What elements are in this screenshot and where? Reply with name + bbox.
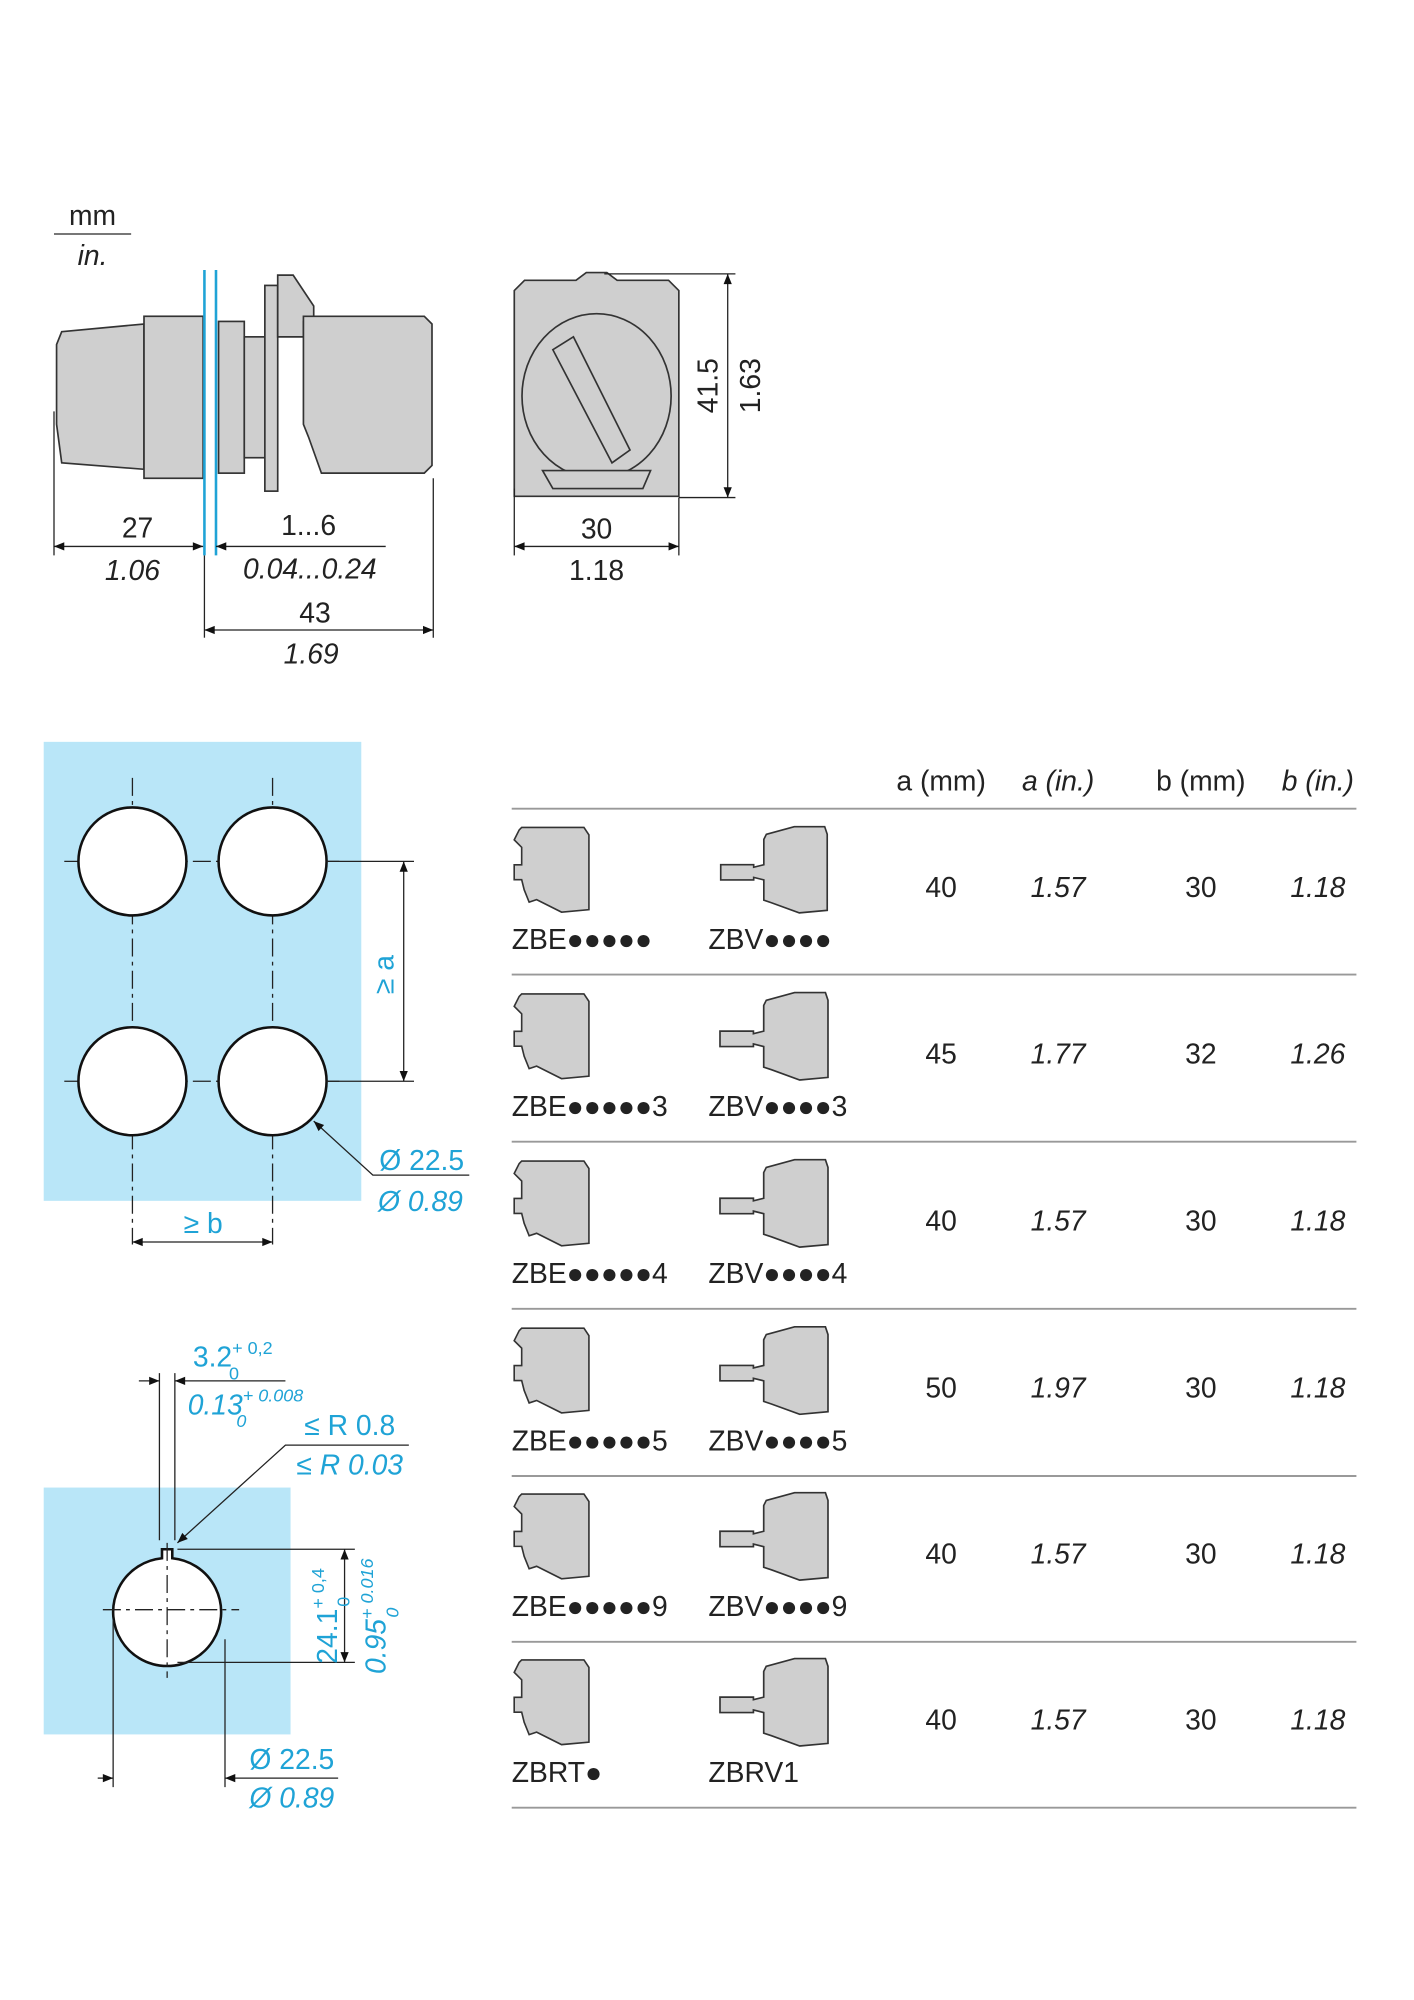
hole-diameter-in: Ø 0.89: [377, 1185, 463, 1217]
reference-2: ZBV●●●●5: [708, 1424, 847, 1456]
reference-1: ZBE●●●●●4: [512, 1257, 668, 1289]
unit-in: in.: [78, 239, 108, 271]
contact-block-icon: [513, 826, 590, 913]
contact-block-icon: [513, 1493, 590, 1580]
light-block-icon: [719, 1657, 829, 1747]
reference-2: ZBV●●●●4: [708, 1257, 847, 1289]
dim-1-6: 1...6: [281, 509, 336, 541]
cell-b-in: 1.18: [1290, 1538, 1345, 1570]
reference-1: ZBE●●●●●9: [512, 1590, 668, 1622]
cutout-diameter-in: Ø 0.89: [248, 1782, 334, 1814]
cell-a-in: 1.57: [1031, 1538, 1087, 1570]
hole-diameter-mm: Ø 22.5: [379, 1144, 464, 1176]
reference-2: ZBV●●●●3: [708, 1090, 847, 1122]
cell-b-mm: 30: [1185, 1372, 1216, 1404]
spacing-a-label: ≥ a: [367, 955, 399, 994]
cell-a-in: 1.57: [1031, 871, 1087, 903]
cell-b-in: 1.26: [1290, 1037, 1345, 1069]
dim-27-in: 1.06: [105, 554, 160, 586]
reference-1: ZBE●●●●●3: [512, 1090, 668, 1122]
header-a-mm: a (mm): [896, 765, 985, 797]
radius-in: ≤ R 0.03: [296, 1449, 403, 1481]
light-block-icon: [719, 1326, 829, 1416]
table-row: ZBE●●●●●5 ZBV●●●●5 50 1.97 30 1.18: [511, 1326, 1357, 1477]
cell-a-mm: 40: [925, 1205, 956, 1237]
unit-mm: mm: [69, 199, 116, 231]
cell-b-mm: 30: [1185, 1205, 1216, 1237]
cell-a-in: 1.77: [1031, 1037, 1087, 1069]
dim-41-5: 41.5: [691, 358, 723, 413]
cell-a-in: 1.57: [1031, 1703, 1087, 1735]
header-a-in: a (in.): [1022, 765, 1094, 797]
dim-41-5-in: 1.63: [734, 358, 766, 413]
side-view-drawing: [53, 269, 434, 638]
reference-2: ZBV●●●●: [708, 923, 831, 955]
cell-b-mm: 30: [1185, 1703, 1216, 1735]
contact-block-icon: [513, 993, 590, 1080]
light-block-icon: [719, 825, 829, 914]
light-block-icon: [719, 1491, 829, 1581]
reference-1: ZBRT●: [512, 1756, 602, 1788]
table-row: ZBE●●●●●9 ZBV●●●●9 40 1.57 30 1.18: [511, 1491, 1357, 1643]
cell-a-mm: 40: [925, 871, 956, 903]
cell-a-mm: 40: [925, 1703, 956, 1735]
radius-mm: ≤ R 0.8: [304, 1409, 395, 1441]
reference-2: ZBRV1: [708, 1756, 799, 1788]
table-row: ZBRT● ZBRV1 40 1.57 30 1.18: [511, 1657, 1357, 1809]
cell-b-mm: 30: [1185, 1538, 1216, 1570]
light-block-icon: [719, 1158, 829, 1248]
reference-2: ZBV●●●●9: [708, 1590, 847, 1622]
dim-30-in: 1.18: [569, 554, 624, 586]
reference-1: ZBE●●●●●: [512, 923, 652, 955]
cell-a-mm: 50: [925, 1372, 956, 1404]
panel-cutout-drawing: [43, 741, 470, 1247]
cell-a-mm: 45: [925, 1037, 956, 1069]
front-view-drawing: [513, 271, 736, 556]
cell-b-in: 1.18: [1290, 1372, 1345, 1404]
cell-a-mm: 40: [925, 1538, 956, 1570]
contact-block-icon: [513, 1327, 590, 1414]
spacing-table: a (mm) a (in.) b (mm) b (in.) ZBE●●●●●ZB…: [511, 765, 1357, 1809]
cell-a-in: 1.97: [1031, 1372, 1087, 1404]
contact-block-icon: [513, 1160, 590, 1247]
reference-1: ZBE●●●●●5: [512, 1424, 668, 1456]
dim-30: 30: [581, 513, 612, 545]
table-row: ZBE●●●●●4 ZBV●●●●4 40 1.57 30 1.18: [511, 1158, 1357, 1310]
header-b-in: b (in.): [1282, 765, 1354, 797]
cell-b-mm: 32: [1185, 1037, 1216, 1069]
header-b-mm: b (mm): [1156, 765, 1246, 797]
cell-b-in: 1.18: [1290, 1703, 1345, 1735]
spacing-b-label: ≥ b: [184, 1207, 223, 1239]
cell-b-in: 1.18: [1290, 871, 1345, 903]
cutout-diameter-mm: Ø 22.5: [249, 1743, 334, 1775]
dim-1-6-in: 0.04...0.24: [243, 553, 377, 585]
table-row: ZBE●●●●●3 ZBV●●●●3 45 1.77 32 1.26: [511, 991, 1357, 1143]
dim-43-in: 1.69: [284, 637, 339, 669]
dim-27: 27: [122, 511, 153, 543]
single-cutout-drawing: [43, 1373, 409, 1788]
cell-b-mm: 30: [1185, 871, 1216, 903]
contact-block-icon: [513, 1659, 590, 1746]
light-block-icon: [719, 991, 829, 1081]
cell-b-in: 1.18: [1290, 1205, 1345, 1237]
cell-a-in: 1.57: [1031, 1205, 1087, 1237]
table-row: ZBE●●●●● ZBV●●●● 40 1.57 30 1.18: [511, 825, 1357, 976]
dim-43: 43: [299, 596, 330, 628]
